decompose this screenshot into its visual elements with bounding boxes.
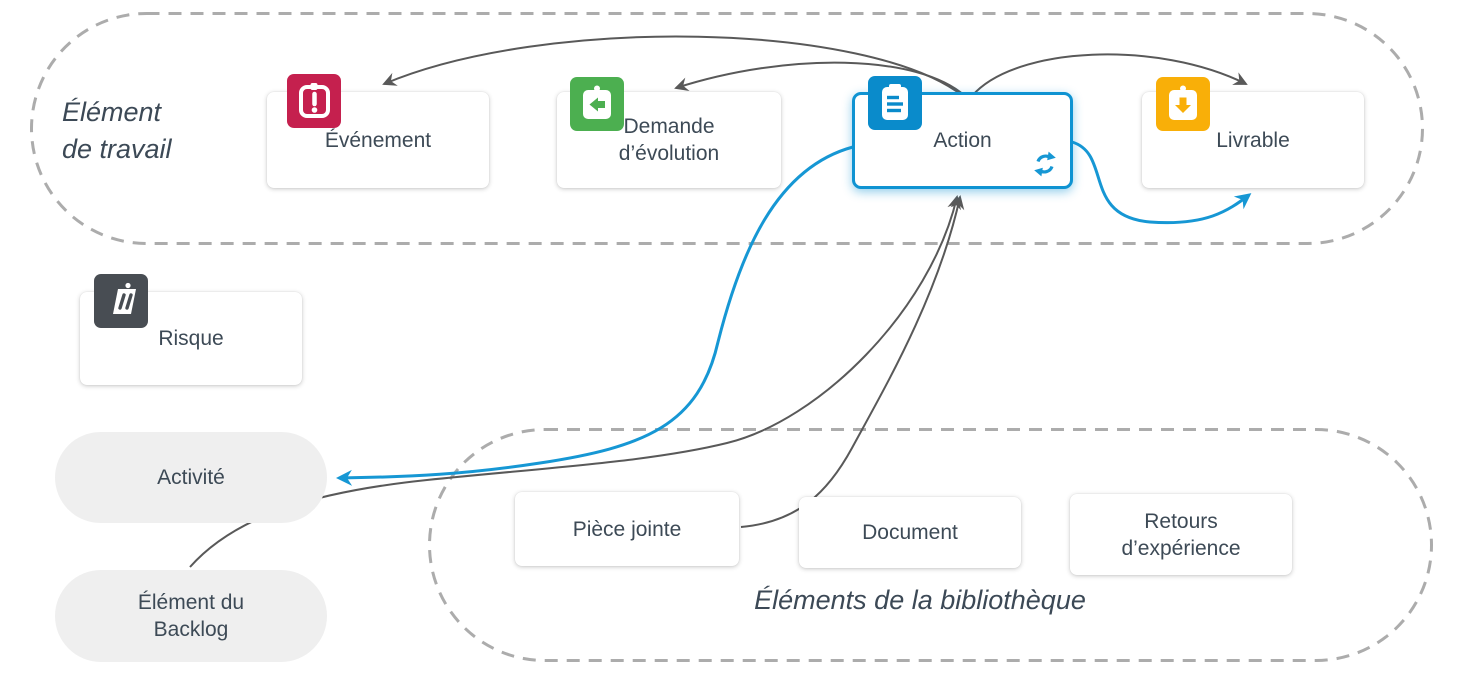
edge-piece-jointe-to-action: [740, 195, 965, 528]
backlog-label: Élément du Backlog: [137, 591, 245, 641]
checklist-clipboard-icon: [868, 76, 922, 130]
node-demande[interactable]: Demande d’évolution: [557, 92, 781, 188]
node-document[interactable]: Document: [799, 497, 1021, 568]
node-backlog[interactable]: Élément du Backlog: [55, 570, 327, 662]
action-label: Action: [933, 129, 992, 152]
library-group-label: Éléments de la bibliothèque: [754, 585, 1086, 615]
node-piece-jointe[interactable]: Pièce jointe: [515, 492, 739, 566]
arrow-down-clipboard-icon: [1156, 77, 1210, 131]
exclamation-clipboard-icon: [287, 74, 341, 128]
retours-label: Retours d’expérience: [1121, 509, 1241, 560]
work-item-group-label: Élément de travail: [62, 97, 172, 164]
arrow-left-clipboard-icon: [570, 77, 624, 131]
demande-label: Demande d’évolution: [618, 115, 720, 165]
risque-label: Risque: [158, 327, 224, 350]
risk-clipboard-icon: [94, 274, 148, 328]
evenement-label: Événement: [324, 128, 432, 152]
node-activite[interactable]: Activité: [55, 432, 327, 523]
node-retours[interactable]: Retours d’expérience: [1070, 494, 1292, 575]
edge-action-to-activite-blue: [336, 145, 854, 486]
activite-label: Activité: [157, 466, 225, 489]
sync-icon: [1031, 150, 1059, 178]
document-label: Document: [862, 521, 958, 544]
livrable-label: Livrable: [1216, 128, 1290, 152]
piece-jointe-label: Pièce jointe: [572, 517, 682, 541]
